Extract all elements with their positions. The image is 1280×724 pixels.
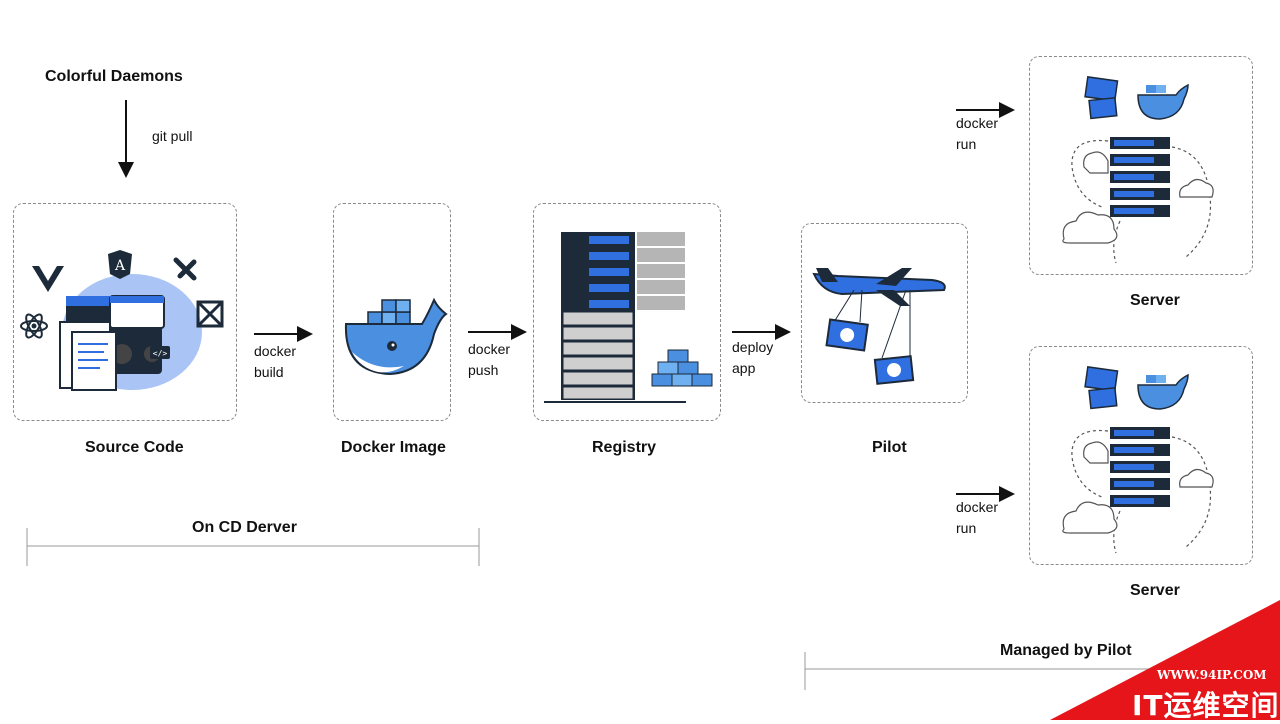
- managed-group-label: Managed by Pilot: [1000, 642, 1132, 659]
- docker-image-box: [333, 203, 451, 421]
- run-arrow-top: [956, 102, 1015, 118]
- pilot-label: Pilot: [872, 439, 907, 456]
- vue-icon: [32, 266, 64, 292]
- laravel-icon: [173, 257, 197, 281]
- build-arrow: [254, 326, 313, 342]
- pilot-box: [801, 223, 968, 403]
- registry-box: [533, 203, 721, 421]
- server-box-top: [1029, 56, 1253, 275]
- watermark-brand: IT运维空间: [1132, 689, 1280, 722]
- angular-icon: A: [108, 250, 132, 279]
- source-code-box: </> A: [13, 203, 237, 421]
- build-step-label: docker build: [254, 343, 297, 380]
- airplane-icon: [812, 268, 946, 385]
- origin-title: Colorful Daemons: [45, 68, 183, 85]
- watermark-url: WWW.94IP.COM: [1157, 668, 1267, 682]
- react-icon: [20, 313, 48, 339]
- server-cluster-icon: [1062, 366, 1214, 554]
- docker-whale-icon: [344, 297, 448, 376]
- push-arrow: [468, 324, 527, 340]
- push-step-label: docker push: [468, 341, 511, 378]
- svg-text:</>: </>: [153, 349, 168, 358]
- run-step-label-bottom: docker run: [956, 499, 999, 536]
- server-box-bottom: [1029, 346, 1253, 565]
- deploy-step-label: deploy app: [732, 339, 774, 376]
- source-code-illustration: </>: [59, 274, 202, 391]
- server-top-label: Server: [1130, 292, 1180, 309]
- cd-server-bracket: [26, 528, 480, 566]
- docker-image-label: Docker Image: [341, 439, 446, 456]
- cd-server-group-label: On CD Derver: [192, 519, 297, 536]
- watermark-triangle: [1050, 600, 1280, 720]
- source-code-label: Source Code: [85, 439, 184, 456]
- git-pull-label: git pull: [152, 128, 193, 144]
- svg-text:A: A: [114, 258, 126, 274]
- run-arrow-bottom: [956, 486, 1015, 502]
- framework-icon: [196, 300, 224, 328]
- git-pull-arrow: [118, 100, 134, 178]
- run-step-label-top: docker run: [956, 115, 999, 152]
- server-cluster-icon: [1062, 76, 1214, 264]
- registry-label: Registry: [592, 439, 657, 456]
- server-bottom-label: Server: [1130, 582, 1180, 599]
- server-rack-icon: [544, 232, 713, 403]
- deploy-arrow: [732, 324, 791, 340]
